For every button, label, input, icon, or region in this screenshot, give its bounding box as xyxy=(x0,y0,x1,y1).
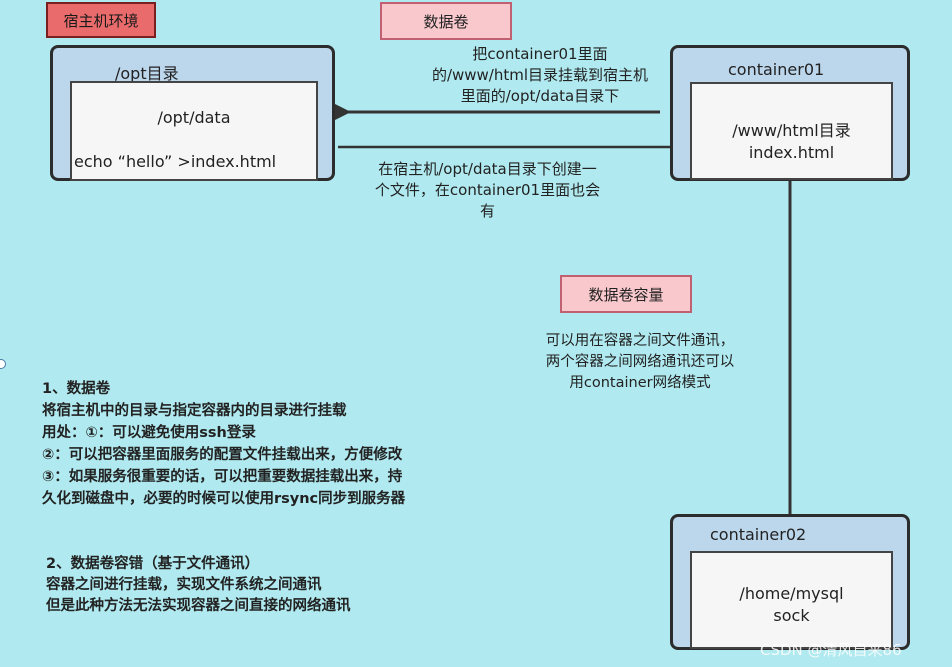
section1-line: ③：如果服务很重要的话，可以把重要数据挂载出来，持 xyxy=(42,469,403,485)
create-note-line: 个文件，在container01里面也会 xyxy=(374,181,601,199)
container02-dir: /home/mysql xyxy=(739,584,844,603)
capacity-note-line: 两个容器之间网络通讯还可以 xyxy=(545,354,735,370)
host-env-label-text: 宿主机环境 xyxy=(63,11,139,30)
mount-note-line: 把container01里面 xyxy=(472,45,608,63)
data-volume-label-text: 数据卷 xyxy=(423,12,469,31)
host-env-label: 宿主机环境 xyxy=(46,2,156,38)
container01-dir: /www/html目录 xyxy=(732,121,851,140)
volume-capacity-label: 数据卷容量 xyxy=(560,275,692,313)
container01-title: container01 xyxy=(728,60,825,79)
watermark: CSDN @清风自来86 xyxy=(760,641,902,659)
capacity-note-line: 用container网络模式 xyxy=(569,375,711,391)
mount-note-line: 里面的/opt/data目录下 xyxy=(460,87,620,105)
mount-note-line: 的/www/html目录挂载到宿主机 xyxy=(431,66,649,84)
section-data-volume: 1、数据卷 将宿主机中的目录与指定容器内的目录进行挂载 用处：①：可以避免使用s… xyxy=(42,378,502,510)
capacity-note-line: 可以用在容器之间文件通讯， xyxy=(545,333,735,349)
data-volume-label: 数据卷 xyxy=(380,2,512,40)
echo-command: echo “hello” >index.html xyxy=(74,152,277,171)
container01-inner: /www/html目录 index.html xyxy=(690,82,893,180)
section2-line: 容器之间进行挂载，实现文件系统之间通讯 xyxy=(46,577,322,593)
container01-file: index.html xyxy=(748,143,835,162)
container01-box: container01 /www/html目录 index.html xyxy=(670,45,910,181)
host-opt-box: /opt目录 /opt/data echo “hello” >index.htm… xyxy=(50,45,335,181)
container02-file: sock xyxy=(773,606,810,625)
volume-capacity-label-text: 数据卷容量 xyxy=(588,285,664,304)
resize-handle[interactable] xyxy=(0,359,6,369)
create-note-line: 有 xyxy=(479,202,495,220)
create-note-line: 在宿主机/opt/data目录下创建一 xyxy=(378,160,597,178)
mount-note: 把container01里面 的/www/html目录挂载到宿主机 里面的/op… xyxy=(395,44,685,107)
section2-heading: 2、数据卷容错（基于文件通讯） xyxy=(46,556,260,572)
host-data-path: /opt/data xyxy=(157,108,231,127)
capacity-note: 可以用在容器之间文件通讯， 两个容器之间网络通讯还可以 用container网络… xyxy=(500,331,780,394)
section1-heading: 1、数据卷 xyxy=(42,381,111,397)
create-file-note: 在宿主机/opt/data目录下创建一 个文件，在container01里面也会… xyxy=(345,159,630,222)
section1-line: 久化到磁盘中，必要的时候可以使用rsync同步到服务器 xyxy=(42,491,406,507)
container02-title: container02 xyxy=(710,525,807,544)
section1-line: 将宿主机中的目录与指定容器内的目录进行挂载 xyxy=(42,403,347,419)
section1-line: ②：可以把容器里面服务的配置文件挂载出来，方便修改 xyxy=(42,447,403,463)
host-opt-title: /opt目录 xyxy=(115,64,179,83)
section-volume-container: 2、数据卷容错（基于文件通讯） 容器之间进行挂载，实现文件系统之间通讯 但是此种… xyxy=(46,554,466,617)
host-opt-inner: /opt/data echo “hello” >index.html xyxy=(70,81,318,181)
section1-line: 用处：①：可以避免使用ssh登录 xyxy=(42,425,256,441)
section2-line: 但是此种方法无法实现容器之间直接的网络通讯 xyxy=(46,598,351,614)
container02-box: container02 /home/mysql sock xyxy=(670,514,910,650)
container02-inner: /home/mysql sock xyxy=(690,551,893,649)
